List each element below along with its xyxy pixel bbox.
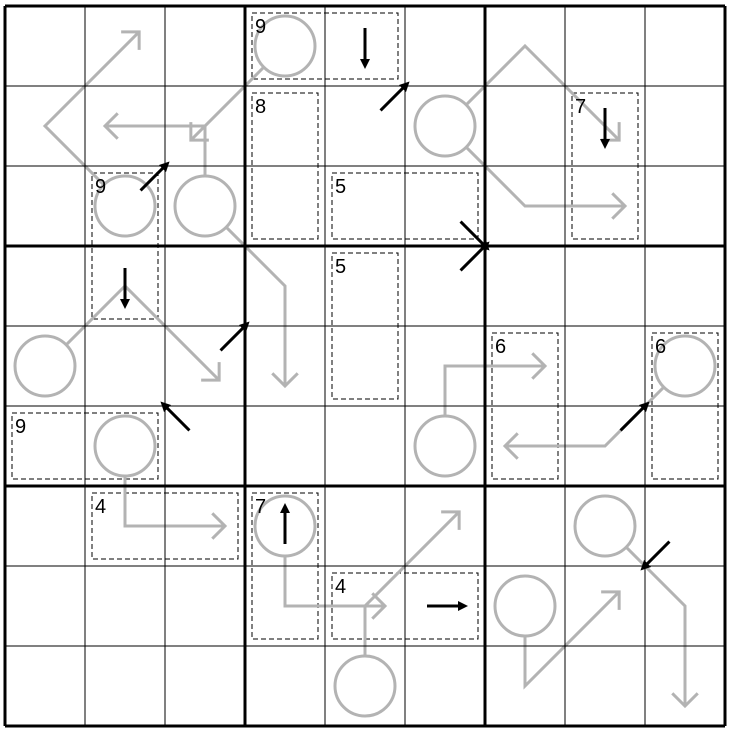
cage-sum-label: 5 xyxy=(335,256,346,278)
arrow-line xyxy=(363,510,461,656)
grid-cell[interactable] xyxy=(325,646,405,726)
arrow-bulb xyxy=(93,414,157,478)
grid-cell[interactable] xyxy=(245,406,325,486)
grid-cell[interactable] xyxy=(485,86,565,166)
arrow-bulb xyxy=(93,174,157,238)
arrow-bulb xyxy=(573,494,637,558)
arrow-head xyxy=(201,362,221,382)
grid-cell[interactable] xyxy=(645,246,725,326)
grid-cell[interactable] xyxy=(645,406,725,486)
arrow-bulb xyxy=(253,494,317,558)
cage-sum-label: 9 xyxy=(95,176,106,198)
arrow-head xyxy=(371,592,388,620)
arrow-line xyxy=(523,590,621,690)
grid-cell[interactable] xyxy=(565,646,645,726)
arrow-head xyxy=(441,510,461,530)
grid-cell[interactable] xyxy=(645,86,725,166)
cage-sum-label: 9 xyxy=(15,416,26,438)
cage-sum-label: 5 xyxy=(335,176,346,198)
grid-cell[interactable] xyxy=(405,646,485,726)
arrow-head xyxy=(671,692,699,709)
arrow-head xyxy=(601,590,621,610)
direction-arrow xyxy=(619,401,650,432)
arrow-head xyxy=(611,192,628,220)
arrow-bulb xyxy=(173,174,237,238)
cage-sum-label: 7 xyxy=(575,96,586,118)
arrow-head xyxy=(531,352,548,380)
arrow-bulb xyxy=(413,414,477,478)
arrow-line xyxy=(443,364,545,416)
grid-cell[interactable] xyxy=(485,246,565,326)
arrow-bulb xyxy=(413,94,477,158)
arrow-bulb xyxy=(253,14,317,78)
grid-cell[interactable] xyxy=(85,326,165,406)
grid-cell[interactable] xyxy=(405,6,485,86)
arrow-line xyxy=(42,30,141,186)
grid-cell[interactable] xyxy=(485,486,565,566)
arrow-bulb xyxy=(653,334,717,398)
arrow-line xyxy=(283,556,385,608)
grid-cell[interactable] xyxy=(165,646,245,726)
grid-cell[interactable] xyxy=(325,406,405,486)
grid-cell[interactable] xyxy=(85,406,165,486)
grid-cell[interactable] xyxy=(165,6,245,86)
grid-cell[interactable] xyxy=(85,566,165,646)
direction-arrow xyxy=(160,401,191,432)
grid-cell[interactable] xyxy=(565,6,645,86)
arrow-head xyxy=(502,432,519,460)
grid-cell[interactable] xyxy=(5,566,85,646)
grid-cell[interactable] xyxy=(85,646,165,726)
grid-cell[interactable] xyxy=(645,166,725,246)
direction-arrow xyxy=(139,161,170,192)
cage-sum-label: 9 xyxy=(255,16,266,38)
arrow-bulb xyxy=(333,654,397,718)
direction-arrow xyxy=(640,540,671,571)
arrow-bulb xyxy=(493,574,557,638)
arrow-head xyxy=(121,30,141,50)
grid-cell[interactable] xyxy=(565,326,645,406)
cage-sum-label: 4 xyxy=(335,576,346,598)
grid-cell[interactable] xyxy=(5,246,85,326)
grid-cell[interactable] xyxy=(5,646,85,726)
arrow-line xyxy=(123,476,225,528)
grid-cell[interactable] xyxy=(5,486,85,566)
cage-sum-label: 7 xyxy=(255,496,266,518)
direction-arrow xyxy=(459,241,490,272)
arrow-head xyxy=(102,112,119,140)
grid-cell[interactable] xyxy=(325,326,405,406)
arrow-head xyxy=(271,372,299,389)
cage-sum-label: 6 xyxy=(655,336,666,358)
arrow-line xyxy=(105,124,207,176)
grid-cell[interactable] xyxy=(165,566,245,646)
arrow-head xyxy=(189,122,209,142)
arrow-line xyxy=(189,66,265,142)
direction-arrow xyxy=(379,81,410,112)
grid-cell[interactable] xyxy=(165,246,245,326)
cage-sum-label: 8 xyxy=(255,96,266,118)
direction-arrow xyxy=(219,321,250,352)
cage-sum-label: 4 xyxy=(95,496,106,518)
grid-cell[interactable] xyxy=(5,6,85,86)
cage-sum-label: 6 xyxy=(495,336,506,358)
grid-cell[interactable] xyxy=(485,566,565,646)
grid-cell[interactable] xyxy=(245,166,325,246)
grid-cell[interactable] xyxy=(565,246,645,326)
grid-cell[interactable] xyxy=(245,646,325,726)
grid-cell[interactable] xyxy=(5,166,85,246)
grid-cell[interactable] xyxy=(325,486,405,566)
arrow-head xyxy=(211,512,228,540)
grid-cell[interactable] xyxy=(645,6,725,86)
grid-cell[interactable] xyxy=(405,406,485,486)
arrow-bulb xyxy=(13,334,77,398)
